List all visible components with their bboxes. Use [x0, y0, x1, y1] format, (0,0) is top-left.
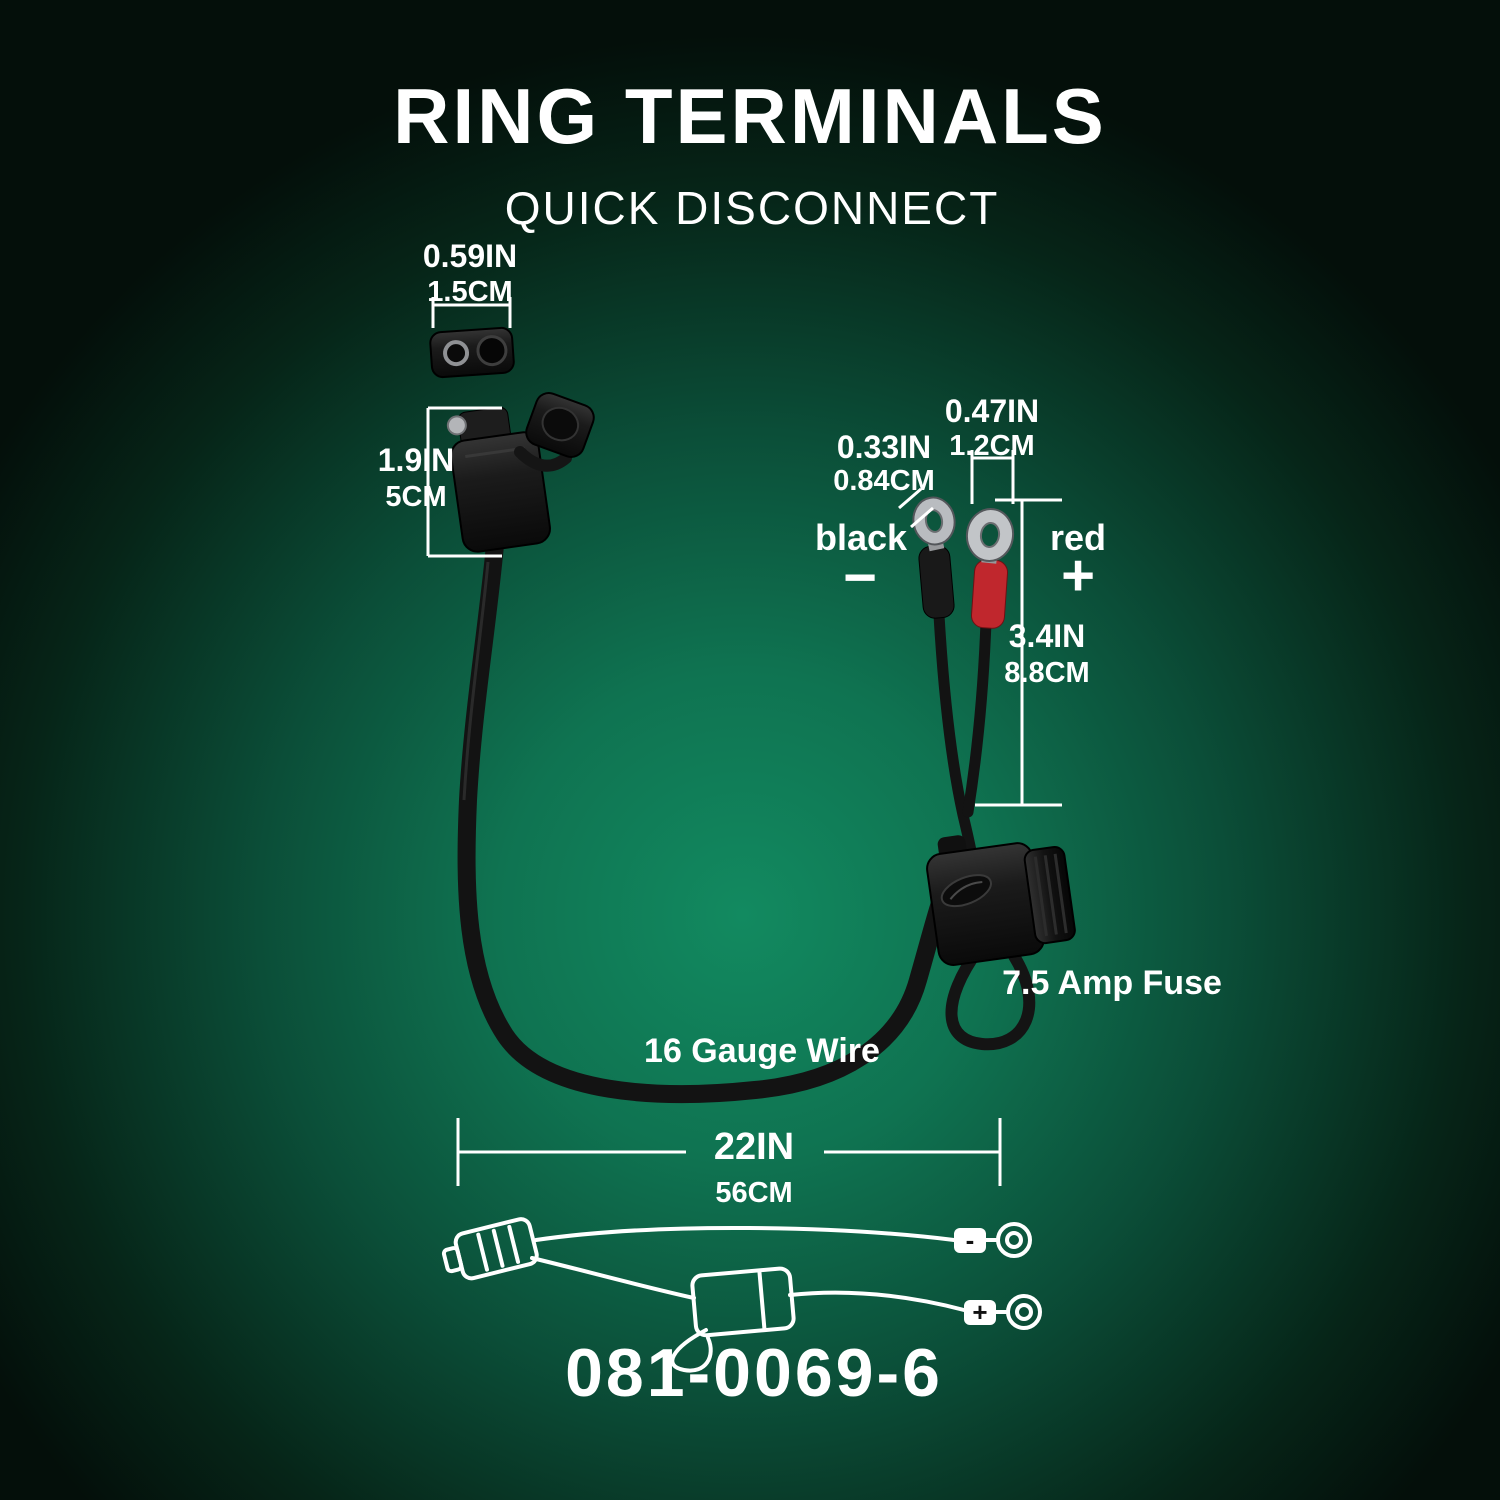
outline-fuse-loop [670, 1328, 713, 1373]
wire-gauge-label: 16 Gauge Wire [644, 1032, 880, 1070]
dim-lead-length [975, 498, 1062, 807]
cap-strap [514, 446, 572, 472]
dim-lead-length-cm: 8.8CM [1004, 657, 1090, 689]
outline-minus-terminal [954, 1222, 1032, 1258]
dim-cable-length [456, 1118, 1002, 1186]
outline-fuse [690, 1266, 796, 1338]
main-cable [457, 536, 949, 1104]
dim-lead-length-in: 3.4IN [1008, 618, 1086, 654]
outline-plus-terminal [964, 1294, 1042, 1330]
plus-sign: + [1061, 543, 1095, 608]
terminal-wires [933, 609, 992, 862]
black-wire-label: black [814, 517, 908, 558]
product-code: 081-0069-6 [565, 1335, 943, 1411]
dim-connector-width [431, 297, 512, 328]
dim-plug-length-in: 1.9IN [377, 442, 455, 478]
outline-plus-sign: + [972, 1297, 987, 1327]
outline-wire-top [534, 1225, 956, 1242]
dim-black-ring [898, 487, 934, 529]
page-title: RING TERMINALS [393, 72, 1107, 160]
sae-connector-front-view [429, 326, 515, 379]
product-outline-diagram: - + [441, 1217, 1042, 1373]
outline-wire-bot [788, 1290, 966, 1312]
minus-sign: − [843, 545, 877, 610]
page-subtitle: QUICK DISCONNECT [504, 182, 1000, 234]
dim-plug-length-cm: 5CM [385, 481, 447, 513]
dim-red-ring-in: 0.47IN [944, 393, 1040, 429]
fuse-logo-badge [940, 874, 992, 908]
red-ring-terminal [965, 508, 1015, 629]
dim-connector-width-cm: 1.5CM [427, 276, 513, 308]
plug-cap [525, 392, 595, 458]
dim-red-ring [970, 450, 1015, 504]
fuse-holder [926, 835, 1076, 966]
fuse-label: 7.5 Amp Fuse [1002, 964, 1222, 1002]
sae-plug [446, 392, 595, 553]
dim-black-ring-cm: 0.84CM [833, 465, 935, 497]
dim-black-ring-in: 0.33IN [836, 429, 932, 465]
dim-cable-length-cm: 56CM [715, 1177, 793, 1209]
dim-red-ring-cm: 1.2CM [949, 430, 1035, 462]
fuse-strap-loop [945, 944, 1036, 1051]
dimension-lines [426, 297, 1062, 1186]
outline-wire-mid [530, 1256, 696, 1300]
outline-minus-sign: - [966, 1225, 975, 1255]
dim-connector-width-in: 0.59IN [422, 238, 518, 274]
dim-cable-length-in: 22IN [713, 1126, 795, 1168]
black-ring-terminal [912, 496, 956, 619]
red-wire-label: red [1049, 517, 1107, 558]
dim-plug-length [426, 406, 502, 558]
outline-sae-plug [441, 1217, 539, 1281]
